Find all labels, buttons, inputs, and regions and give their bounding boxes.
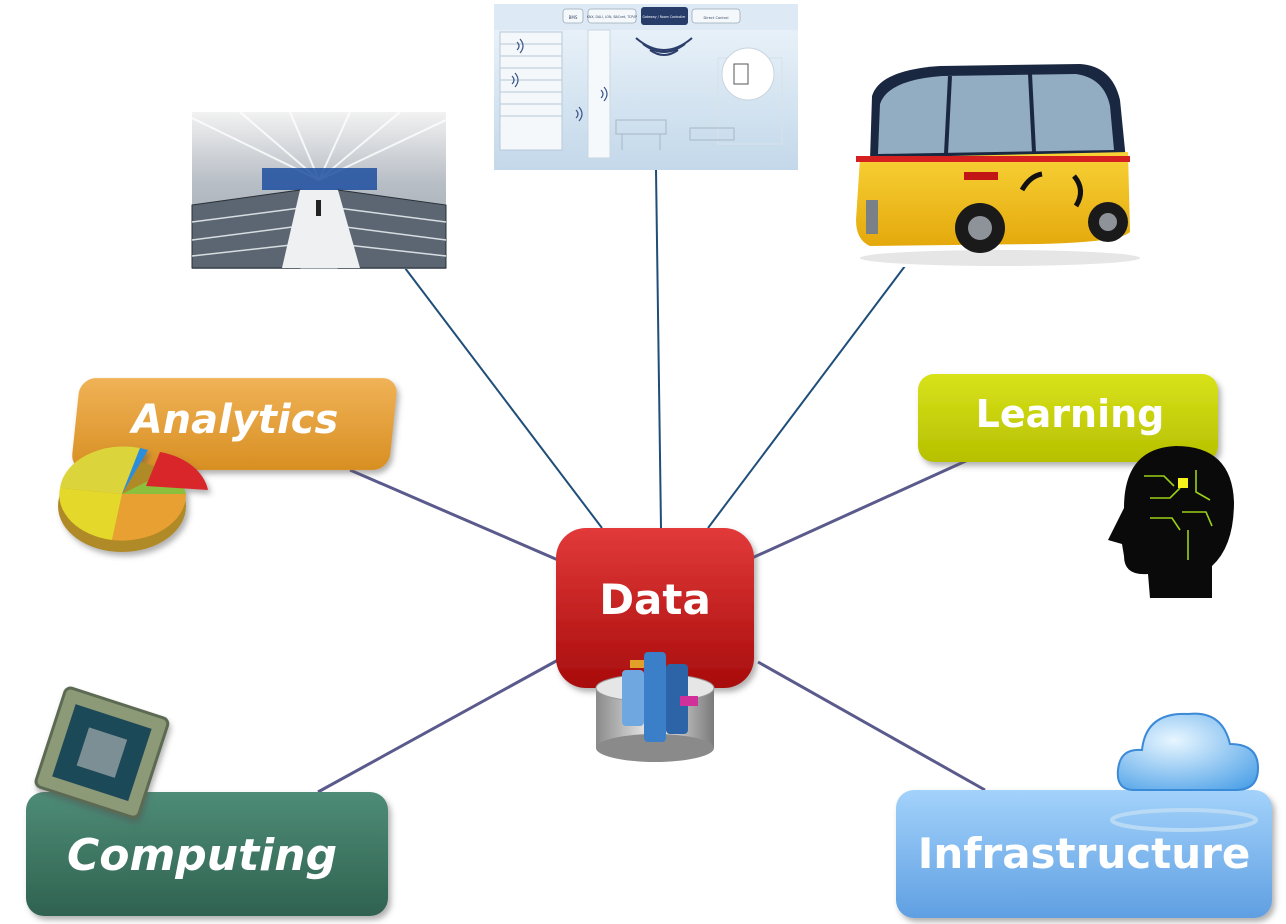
edge-data-smart-building xyxy=(655,169,662,529)
smart-building-image: BMS KNX, DALI, LON, BACnet, TCP/IP Gatew… xyxy=(494,4,798,170)
edge-data-datacenter xyxy=(404,267,603,529)
cpu-chip-icon xyxy=(34,686,170,819)
learning-node: Learning xyxy=(918,374,1234,598)
data-label: Data xyxy=(599,575,711,624)
building-label-boxes: BMS KNX, DALI, LON, BACnet, TCP/IP Gatew… xyxy=(562,7,741,25)
computing-box xyxy=(26,792,388,916)
brain-head-icon xyxy=(1108,446,1234,598)
edge-data-computing xyxy=(317,658,559,794)
building-label-protocols: KNX, DALI, LON, BACnet, TCP/IP xyxy=(587,15,637,19)
shuttle-image xyxy=(854,64,1145,267)
edges xyxy=(317,169,986,794)
infrastructure-label: Infrastructure xyxy=(918,829,1251,878)
building-label-bms: BMS xyxy=(569,15,578,20)
edge-data-analytics xyxy=(349,468,559,562)
computing-node: Computing xyxy=(26,686,388,916)
cloud-icon xyxy=(1110,712,1260,832)
analytics-label: Analytics xyxy=(129,397,339,443)
learning-box xyxy=(918,374,1218,462)
infrastructure-node: Infrastructure xyxy=(896,712,1272,918)
edge-data-shuttle xyxy=(707,265,906,529)
infrastructure-box xyxy=(896,790,1272,918)
data-node[interactable]: Data xyxy=(556,528,754,762)
data-box xyxy=(556,528,754,688)
analytics-box xyxy=(72,378,397,470)
learning-label: Learning xyxy=(976,392,1165,436)
analytics-node: Analytics xyxy=(58,378,397,552)
pie-chart-icon xyxy=(58,446,208,552)
building-label-gateway: Gateway / Room Controller xyxy=(643,15,687,19)
computing-label: Computing xyxy=(67,830,337,881)
edge-data-learning xyxy=(751,458,969,560)
building-label-direct: Direct Control xyxy=(704,16,729,20)
database-icon xyxy=(595,652,715,762)
datacenter-image xyxy=(191,111,447,269)
edge-data-infrastructure xyxy=(757,660,986,792)
